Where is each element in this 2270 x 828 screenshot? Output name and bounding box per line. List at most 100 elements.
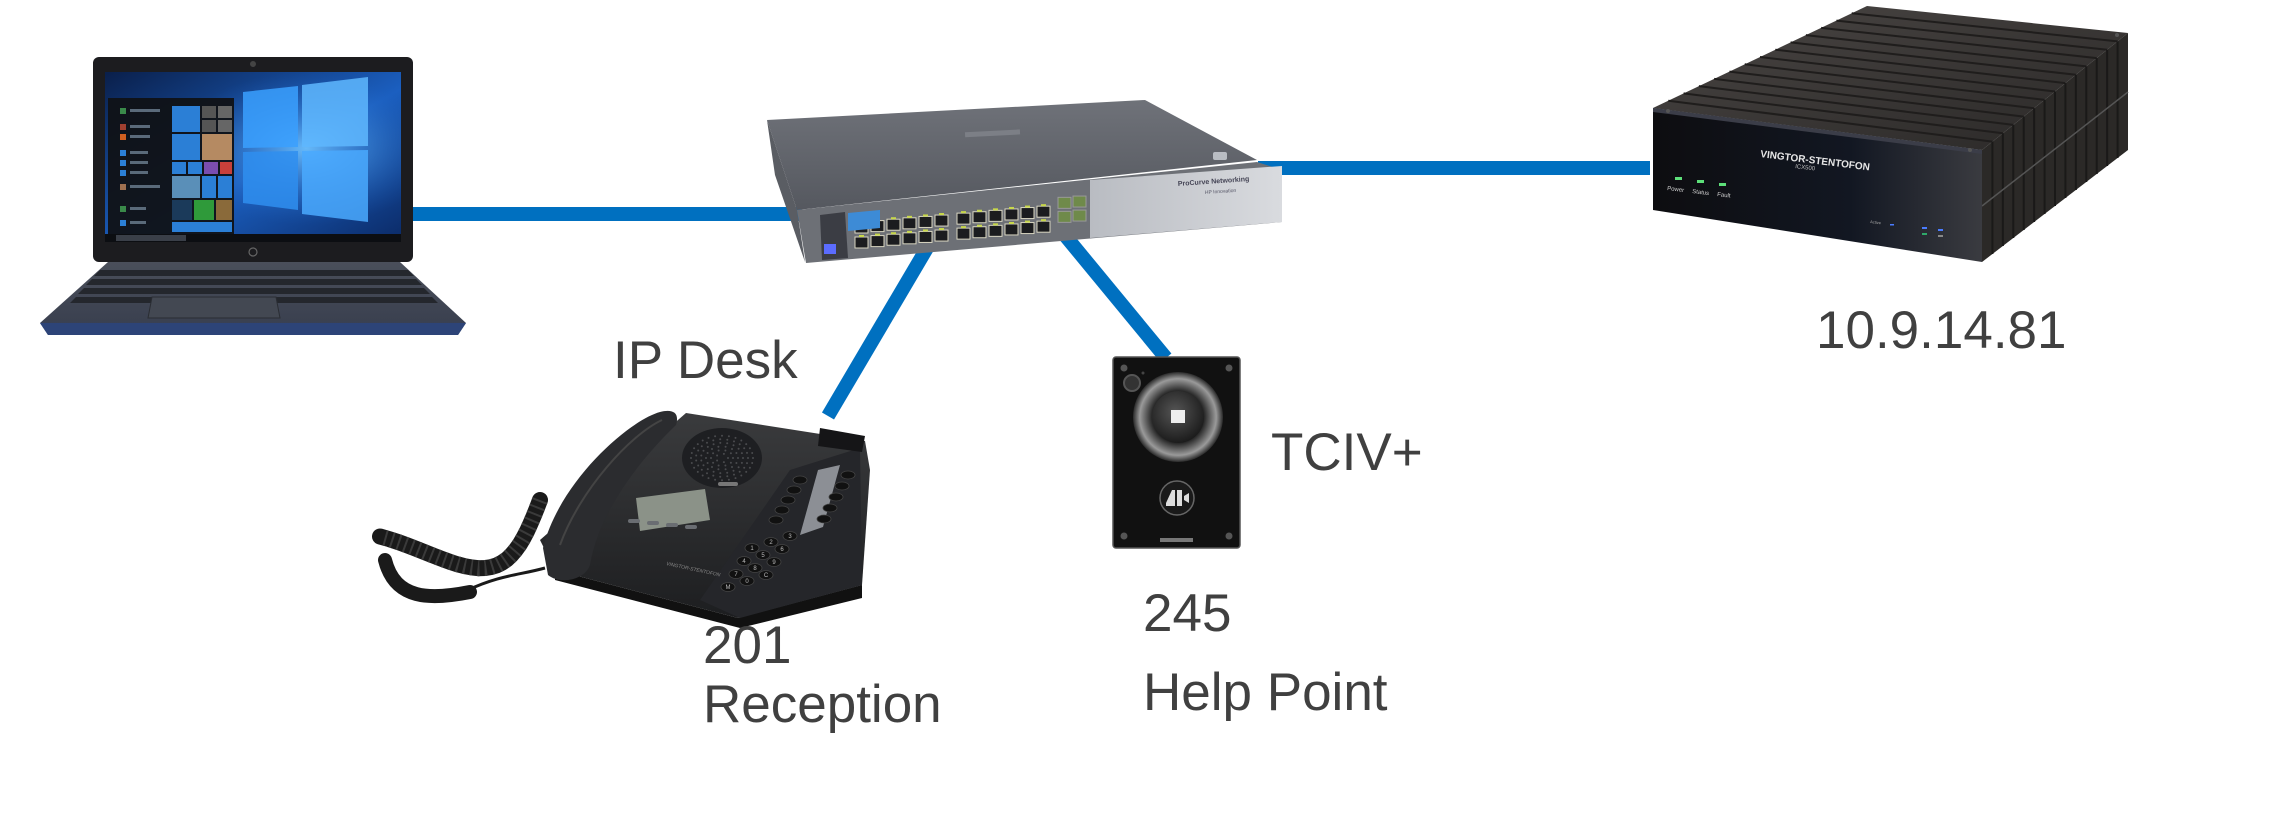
switch-ports [854,195,1087,249]
speaker-hole [732,444,735,447]
speaker-hole [724,464,727,467]
server-front-top-trim [1653,108,1982,154]
keypad-key-label: 2 [769,540,773,546]
switch-sub-text: HP Innovation [1205,188,1237,196]
start-list [120,108,160,226]
keypad-key-label: 0 [745,579,749,585]
help-point-brand-plate [1160,538,1193,542]
function-key [792,475,808,485]
keypad-key-label: M [726,585,731,591]
speaker-hole [721,434,723,437]
port-led [977,209,982,212]
rj45-port [1004,223,1019,236]
switch-top-logo [964,129,1021,138]
help-point-title: TCIV+ [1271,423,1423,482]
help-point-name: Help Point [1143,663,1388,722]
speaker-hole [734,477,737,480]
keypad-key [747,563,763,573]
keypad-key [755,550,771,560]
help-point-device[interactable] [1112,356,1241,549]
port-led [961,226,966,229]
speaker-hole [751,462,754,464]
speaker-hole [697,449,700,452]
speaker-hole [726,475,729,478]
speaker-hole [714,478,717,481]
server-active-led [1890,224,1894,226]
speaker-hole [695,459,698,462]
speaker-hole [690,452,693,454]
speaker-hole [743,466,746,469]
speaker-hole [726,438,729,441]
status-led [1697,180,1704,183]
speaker-hole [707,436,710,439]
rj45-port [918,215,933,228]
rj45-port [988,224,1003,237]
server-rib [1821,26,2097,60]
speaker-hole [722,452,725,455]
server-screw [1666,109,1670,113]
rj45-port [902,217,917,230]
speaker-hole [716,459,719,462]
server-rib [1759,56,2056,93]
server-rib [1698,85,2014,126]
network-switch-device[interactable]: ProCurve Networking HP Innovation [767,100,1282,263]
speaker-hole [700,468,703,471]
speaker-hole [701,439,704,442]
keypad-key-label: 4 [742,559,746,565]
server-device[interactable]: VINGTOR-STENTOFON ICX500 Power Status Fa… [1653,6,2129,262]
server-model: ICX500 [1795,164,1816,172]
speaker-hole [717,468,720,471]
speaker-hole [690,457,692,459]
labels: IP Desk 201 Reception TCIV+ 245 Help Poi… [613,301,2067,734]
laptop-touchpad [147,296,281,319]
speaker-hole [712,452,715,455]
keypad-key-label: C [764,573,769,579]
keypad-key [766,557,782,567]
speaker-hole [717,445,720,448]
power-led-label: Power [1667,186,1685,194]
speaker-hole [719,441,722,444]
cord-coil-ridges [377,497,548,577]
port-led [923,229,928,232]
taskbar [105,234,401,242]
rj45-port [934,229,949,242]
brand-logo-icon [1171,410,1185,423]
function-key [786,485,802,495]
laptop-device[interactable] [40,57,466,335]
keypad-key [774,544,790,554]
keypad-key-label: 5 [761,553,765,559]
function-key [780,495,796,505]
server-ribs [1668,12,2118,143]
start-tiles [172,106,232,232]
link-switch-ip-desk [821,222,947,420]
speaker-hole [742,457,744,459]
server-screw [1968,148,1972,152]
function-key [828,492,844,502]
speaker-hole [731,466,733,468]
speaker-hole [706,462,709,464]
keypad-key-label: 1 [750,546,754,552]
keypad-key-label: 7 [734,572,738,578]
port-led [875,233,880,236]
phone-handset [543,410,678,581]
speaker-hole [721,479,723,482]
port-led [1041,219,1046,222]
rj45-port [886,218,901,231]
speaker-hole [729,461,732,464]
port-led [961,211,966,214]
speaker-hole [712,461,715,464]
speaker-grille-icon [682,428,762,488]
speaker-hole [737,457,739,459]
speaker-dots [690,434,754,482]
speaker-hole [746,451,748,454]
speaker-hole [701,474,704,477]
rj45-port [1036,205,1051,218]
speaker-hole [712,439,715,442]
port-led [1025,220,1030,223]
server-rib [1729,70,2035,110]
server-port-leds [1922,227,1943,237]
speaker-hole [717,449,720,452]
rj45-port [918,230,933,243]
speaker-hole [690,462,693,464]
